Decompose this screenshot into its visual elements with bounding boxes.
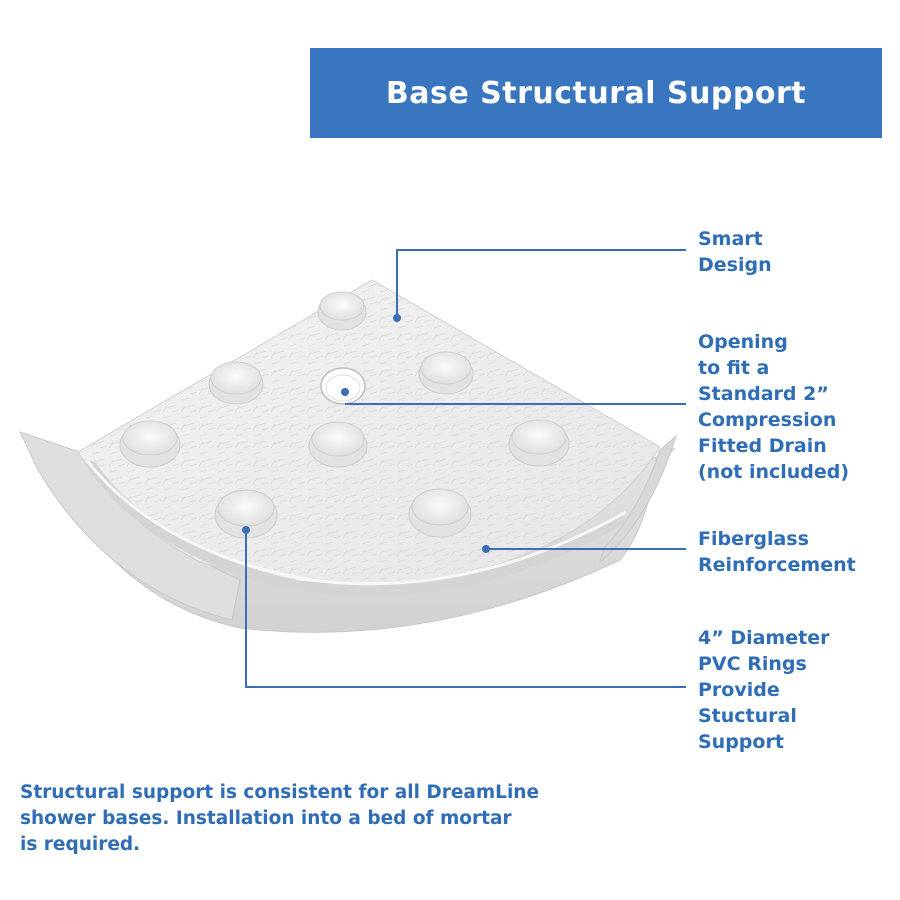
callout-line: Reinforcement (698, 554, 856, 576)
base-right-flange (599, 434, 678, 564)
callout-line: to fit a (698, 357, 770, 379)
callout-line: Smart (698, 228, 763, 250)
leader-smart-design (396, 249, 686, 318)
callout-line: Standard 2” (698, 383, 829, 405)
pvc-ring (418, 351, 474, 395)
callout-line: Opening (698, 331, 788, 353)
callout-drain: Opening to fit a Standard 2” Compression… (698, 329, 849, 485)
leader-dot (242, 526, 250, 534)
leader-pvc-rings (245, 530, 686, 688)
pvc-ring (317, 291, 367, 331)
callout-line: PVC Rings (698, 653, 807, 675)
callout-line: Fitted Drain (698, 435, 827, 457)
callout-line: Stuctural (698, 705, 797, 727)
callout-line: (not included) (698, 461, 850, 483)
footer-line: is required. (20, 834, 141, 855)
leader-dot (393, 314, 401, 322)
leader-dot (482, 545, 490, 553)
pvc-ring (208, 361, 264, 405)
callout-pvc-rings: 4” Diameter PVC Rings Provide Stuctural … (698, 625, 829, 755)
base-inner-lip (87, 461, 625, 597)
footer-line: Structural support is consistent for all… (20, 782, 540, 803)
drain-opening (320, 367, 366, 405)
pvc-ring (408, 488, 472, 538)
callout-line: 4” Diameter (698, 627, 830, 649)
callout-line: Support (698, 731, 784, 753)
callout-line: Fiberglass (698, 528, 809, 550)
footer-line: shower bases. Installation into a bed of… (20, 808, 512, 829)
callout-line: Compression (698, 409, 837, 431)
title: Base Structural Support (385, 75, 807, 111)
pvc-ring (119, 420, 181, 468)
callout-fiberglass: Fiberglass Reinforcement (698, 526, 856, 578)
pvc-ring (214, 489, 278, 539)
footer-note: Structural support is consistent for all… (20, 780, 580, 858)
pvc-ring (508, 419, 570, 467)
pvc-ring (308, 421, 368, 468)
callout-line: Provide (698, 679, 780, 701)
callout-line: Design (698, 254, 772, 276)
title-banner: Base Structural Support (310, 48, 882, 138)
leader-dot (341, 388, 349, 396)
callout-smart-design: Smart Design (698, 226, 772, 278)
